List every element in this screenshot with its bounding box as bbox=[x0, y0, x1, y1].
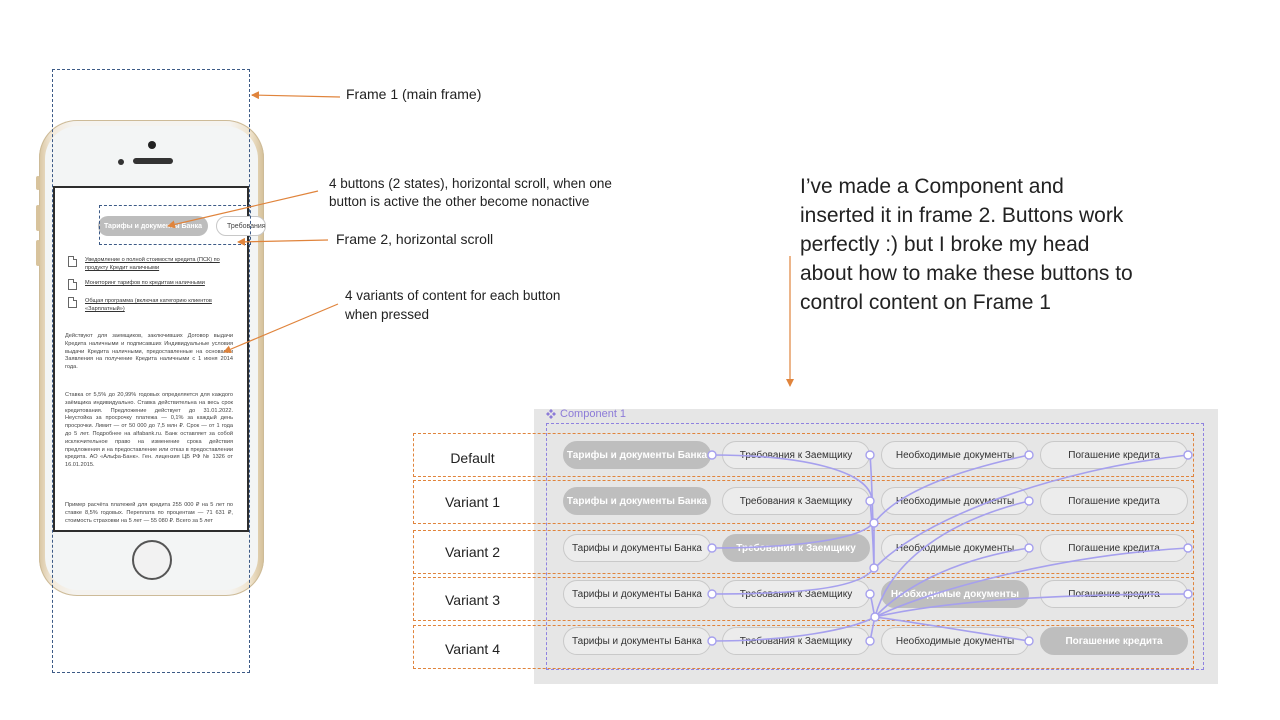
content-paragraph: Пример расчёта платежей для кредита 255 … bbox=[65, 502, 233, 524]
document-link[interactable]: Мониторинг тарифов по кредитам наличными bbox=[68, 279, 235, 290]
variant-button[interactable]: Тарифы и документы Банка bbox=[563, 441, 711, 469]
variant-button[interactable]: Тарифы и документы Банка bbox=[563, 580, 711, 608]
variant-button[interactable]: Погашение кредита bbox=[1040, 627, 1188, 655]
phone-volume-down bbox=[36, 240, 40, 266]
document-icon bbox=[68, 256, 77, 267]
phone-volume-up bbox=[36, 205, 40, 231]
component-title[interactable]: Component 1 bbox=[546, 408, 626, 420]
component-title-text: Component 1 bbox=[560, 408, 627, 420]
phone-mute-switch bbox=[36, 176, 40, 190]
variant-label: Variant 1 bbox=[445, 494, 500, 510]
variant-button[interactable]: Необходимые документы bbox=[881, 627, 1029, 655]
document-link-text[interactable]: Уведомление о полной стоимости кредита (… bbox=[85, 257, 220, 271]
annotation-buttons-line2: button is active the other become nonact… bbox=[329, 194, 590, 209]
document-link[interactable]: Общая программа (включая категорию клиен… bbox=[68, 297, 235, 313]
variant-button[interactable]: Тарифы и документы Банка bbox=[563, 627, 711, 655]
variant-button[interactable]: Погашение кредита bbox=[1040, 534, 1188, 562]
frame1-outline bbox=[52, 69, 250, 673]
variant-label: Variant 3 bbox=[445, 592, 500, 608]
variant-button[interactable]: Тарифы и документы Банка bbox=[563, 487, 711, 515]
variant-button[interactable]: Погашение кредита bbox=[1040, 441, 1188, 469]
arrow-frame1 bbox=[251, 91, 341, 100]
phone-camera-icon bbox=[148, 141, 156, 149]
content-paragraph: Ставка от 5,5% до 20,99% годовых определ… bbox=[65, 392, 233, 469]
variant-button[interactable]: Тарифы и документы Банка bbox=[563, 534, 711, 562]
variant-label: Variant 2 bbox=[445, 544, 500, 560]
document-icon bbox=[68, 297, 77, 308]
phone-screen bbox=[53, 186, 249, 532]
variant-button[interactable]: Необходимые документы bbox=[881, 441, 1029, 469]
phone-speaker-icon bbox=[133, 158, 173, 164]
explanation-note: I’ve made a Component and inserted it in… bbox=[800, 175, 1133, 314]
variant-button[interactable]: Требования к Заемщику bbox=[722, 627, 870, 655]
variant-button[interactable]: Требования к Заемщику bbox=[722, 487, 870, 515]
phone-sensor-icon bbox=[118, 159, 124, 165]
variant-button[interactable]: Погашение кредита bbox=[1040, 487, 1188, 515]
variant-button[interactable]: Требования к Заемщику bbox=[722, 580, 870, 608]
frame2-outline bbox=[99, 205, 251, 245]
variant-label: Variant 4 bbox=[445, 641, 500, 657]
document-icon bbox=[68, 279, 77, 290]
variant-button[interactable]: Необходимые документы bbox=[881, 580, 1029, 608]
variant-button[interactable]: Погашение кредита bbox=[1040, 580, 1188, 608]
variant-button[interactable]: Требования к Заемщику bbox=[722, 441, 870, 469]
annotation-buttons-line1: 4 buttons (2 states), horizontal scroll,… bbox=[329, 176, 612, 191]
phone-home-button[interactable] bbox=[132, 540, 172, 580]
document-link-text[interactable]: Мониторинг тарифов по кредитам наличными bbox=[85, 280, 205, 286]
variant-button[interactable]: Требования к Заемщику bbox=[722, 534, 870, 562]
component-outline bbox=[546, 423, 1204, 670]
annotation-frame2: Frame 2, horizontal scroll bbox=[336, 231, 494, 247]
component-diamond-icon bbox=[546, 409, 556, 419]
annotation-content-line1: 4 variants of content for each button bbox=[345, 288, 561, 303]
variant-button[interactable]: Необходимые документы bbox=[881, 534, 1029, 562]
variant-button[interactable]: Необходимые документы bbox=[881, 487, 1029, 515]
annotation-frame1: Frame 1 (main frame) bbox=[346, 86, 482, 102]
document-link-text[interactable]: Общая программа (включая категорию клиен… bbox=[85, 298, 212, 312]
annotation-content-line2: when pressed bbox=[345, 307, 430, 322]
variant-label: Default bbox=[450, 450, 495, 466]
content-paragraph: Действуют для заемщиков, заключивших Дог… bbox=[65, 333, 233, 371]
document-link[interactable]: Уведомление о полной стоимости кредита (… bbox=[68, 256, 235, 272]
